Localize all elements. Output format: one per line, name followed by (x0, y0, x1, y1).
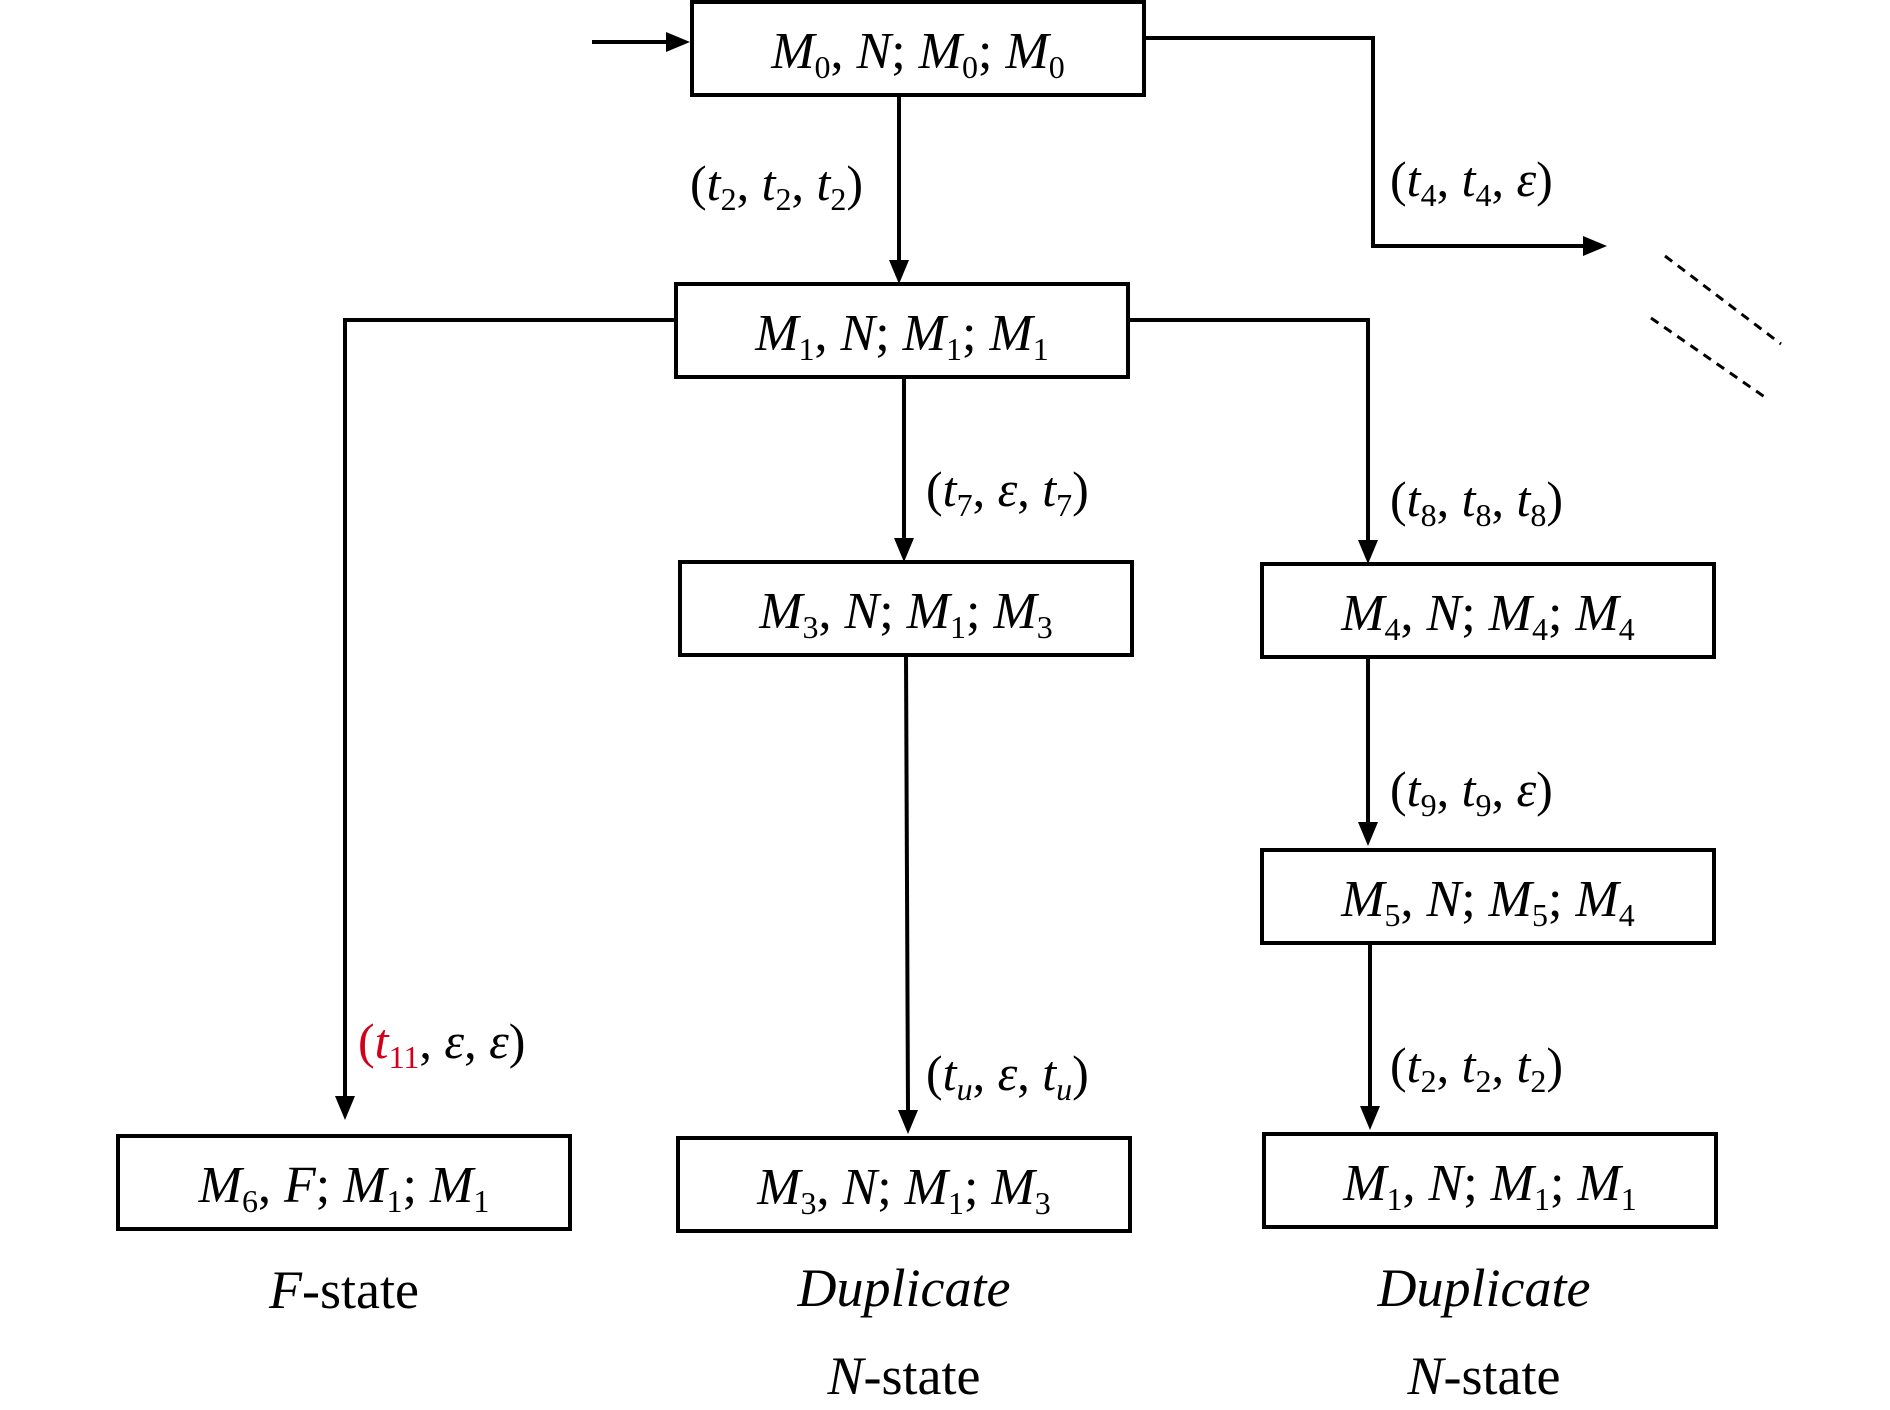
state-node-n3: M3, N; M1; M3 (678, 560, 1134, 657)
arrowhead-tu (898, 1110, 918, 1134)
state-nodes: M0, N; M0; M0 M1, N; M1; M1 M3, N; M1; M… (116, 0, 1718, 1233)
caption-duplicate-left-line1: Duplicate (797, 1258, 1011, 1318)
state-node-n0: M0, N; M0; M0 (690, 0, 1146, 97)
arrowhead-t4 (1583, 236, 1607, 256)
edge-label-t4: (t4, t4, ε) (1390, 151, 1553, 213)
edge-labels: (t2, t2, t2) (t4, t4, ε) (t7, ε, t7) (t8… (358, 151, 1563, 1107)
arrowhead-t2b (1360, 1106, 1380, 1130)
state-node-n1-duplicate: M1, N; M1; M1 (1262, 1132, 1718, 1229)
edge-label-t9: (t9, t9, ε) (1390, 761, 1553, 823)
state-node-n6: M6, F; M1; M1 (116, 1134, 572, 1231)
caption-duplicate-left-line2: N-state (827, 1346, 981, 1406)
arrowhead-t2 (889, 260, 909, 284)
edge-label-t2b: (t2, t2, t2) (1390, 1037, 1563, 1099)
state-node-n4: M4, N; M4; M4 (1260, 562, 1716, 659)
svg-text:M3, N; M1; M3: M3, N; M1; M3 (758, 583, 1053, 645)
edge-line-t11 (343, 318, 674, 1098)
truncation-mark-lower (1650, 316, 1770, 402)
caption-duplicate-right-line2: N-state (1407, 1346, 1561, 1406)
state-node-n1: M1, N; M1; M1 (674, 282, 1130, 379)
entry-arrowhead (666, 32, 690, 52)
svg-text:M5, N; M5; M4: M5, N; M5; M4 (1340, 871, 1635, 933)
edge-label-t7: (t7, ε, t7) (926, 461, 1089, 523)
edge-label-tu: (tu, ε, tu) (926, 1045, 1089, 1107)
edge-line-tu (904, 655, 910, 1113)
edge-label-t2: (t2, t2, t2) (690, 155, 863, 217)
svg-text:M4, N; M4; M4: M4, N; M4; M4 (1340, 585, 1635, 647)
edge-lines (335, 32, 1782, 1134)
arrowhead-t9 (1358, 822, 1378, 846)
arrowhead-t7 (894, 538, 914, 562)
svg-text:M1, N; M1; M1: M1, N; M1; M1 (1342, 1155, 1637, 1217)
edge-line-t8 (1129, 318, 1370, 544)
svg-text:M0, N; M0; M0: M0, N; M0; M0 (770, 23, 1065, 85)
edge-line-t4 (1143, 36, 1585, 248)
edge-label-t8: (t8, t8, t8) (1390, 471, 1563, 533)
svg-text:M3, N; M1; M3: M3, N; M1; M3 (756, 1159, 1051, 1221)
svg-text:M6, F; M1; M1: M6, F; M1; M1 (198, 1157, 490, 1219)
state-captions: F-state Duplicate N-state Duplicate N-st… (268, 1258, 1590, 1406)
arrowhead-t11 (335, 1096, 355, 1120)
state-node-n3-duplicate: M3, N; M1; M3 (676, 1136, 1132, 1233)
svg-text:M1, N; M1; M1: M1, N; M1; M1 (754, 305, 1049, 367)
truncation-mark-upper (1664, 254, 1782, 346)
state-node-n5: M5, N; M5; M4 (1260, 848, 1716, 945)
arrowhead-t8 (1358, 540, 1378, 564)
caption-duplicate-right-line1: Duplicate (1377, 1258, 1591, 1318)
caption-f-state: F-state (268, 1260, 419, 1320)
edge-label-t11: (t11, ε, ε) (358, 1013, 525, 1075)
